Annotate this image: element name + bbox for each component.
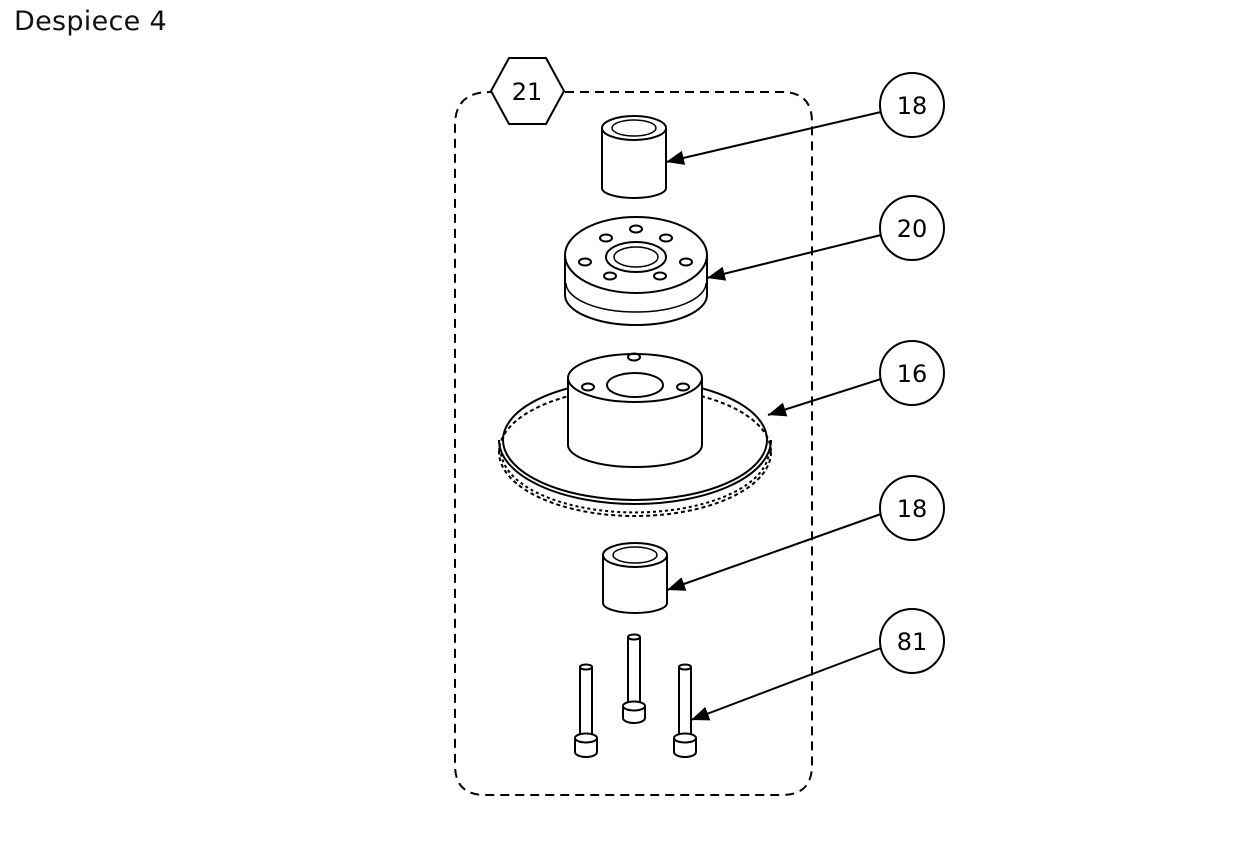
screw-right [673, 663, 697, 758]
socket-head-screws [574, 633, 697, 758]
leader-18-top [665, 111, 882, 165]
hub-flange [564, 216, 708, 326]
gear [498, 352, 772, 517]
assembly-boundary [454, 91, 813, 796]
balloon-81-label: 81 [897, 628, 928, 656]
leader-20 [706, 234, 882, 281]
leader-81 [690, 647, 882, 721]
balloon-18-top-label: 18 [897, 92, 928, 120]
balloon-20: 20 [879, 195, 945, 261]
drawing-title: Despiece 4 [14, 6, 167, 37]
leader-18-bottom [666, 513, 882, 591]
balloon-16: 16 [879, 340, 945, 406]
leader-16 [767, 378, 882, 417]
balloon-20-label: 20 [897, 215, 928, 243]
screw-left [574, 663, 598, 758]
balloon-81: 81 [879, 608, 945, 674]
balloon-18-bottom: 18 [879, 475, 945, 541]
balloon-18-bottom-label: 18 [897, 495, 928, 523]
bushing-bottom [602, 542, 668, 614]
bushing-top [601, 115, 667, 199]
assembly-tag: 21 [489, 57, 566, 125]
balloon-18-top: 18 [879, 72, 945, 138]
balloon-16-label: 16 [897, 360, 928, 388]
screw-middle [622, 633, 646, 724]
assembly-tag-label: 21 [512, 78, 543, 106]
